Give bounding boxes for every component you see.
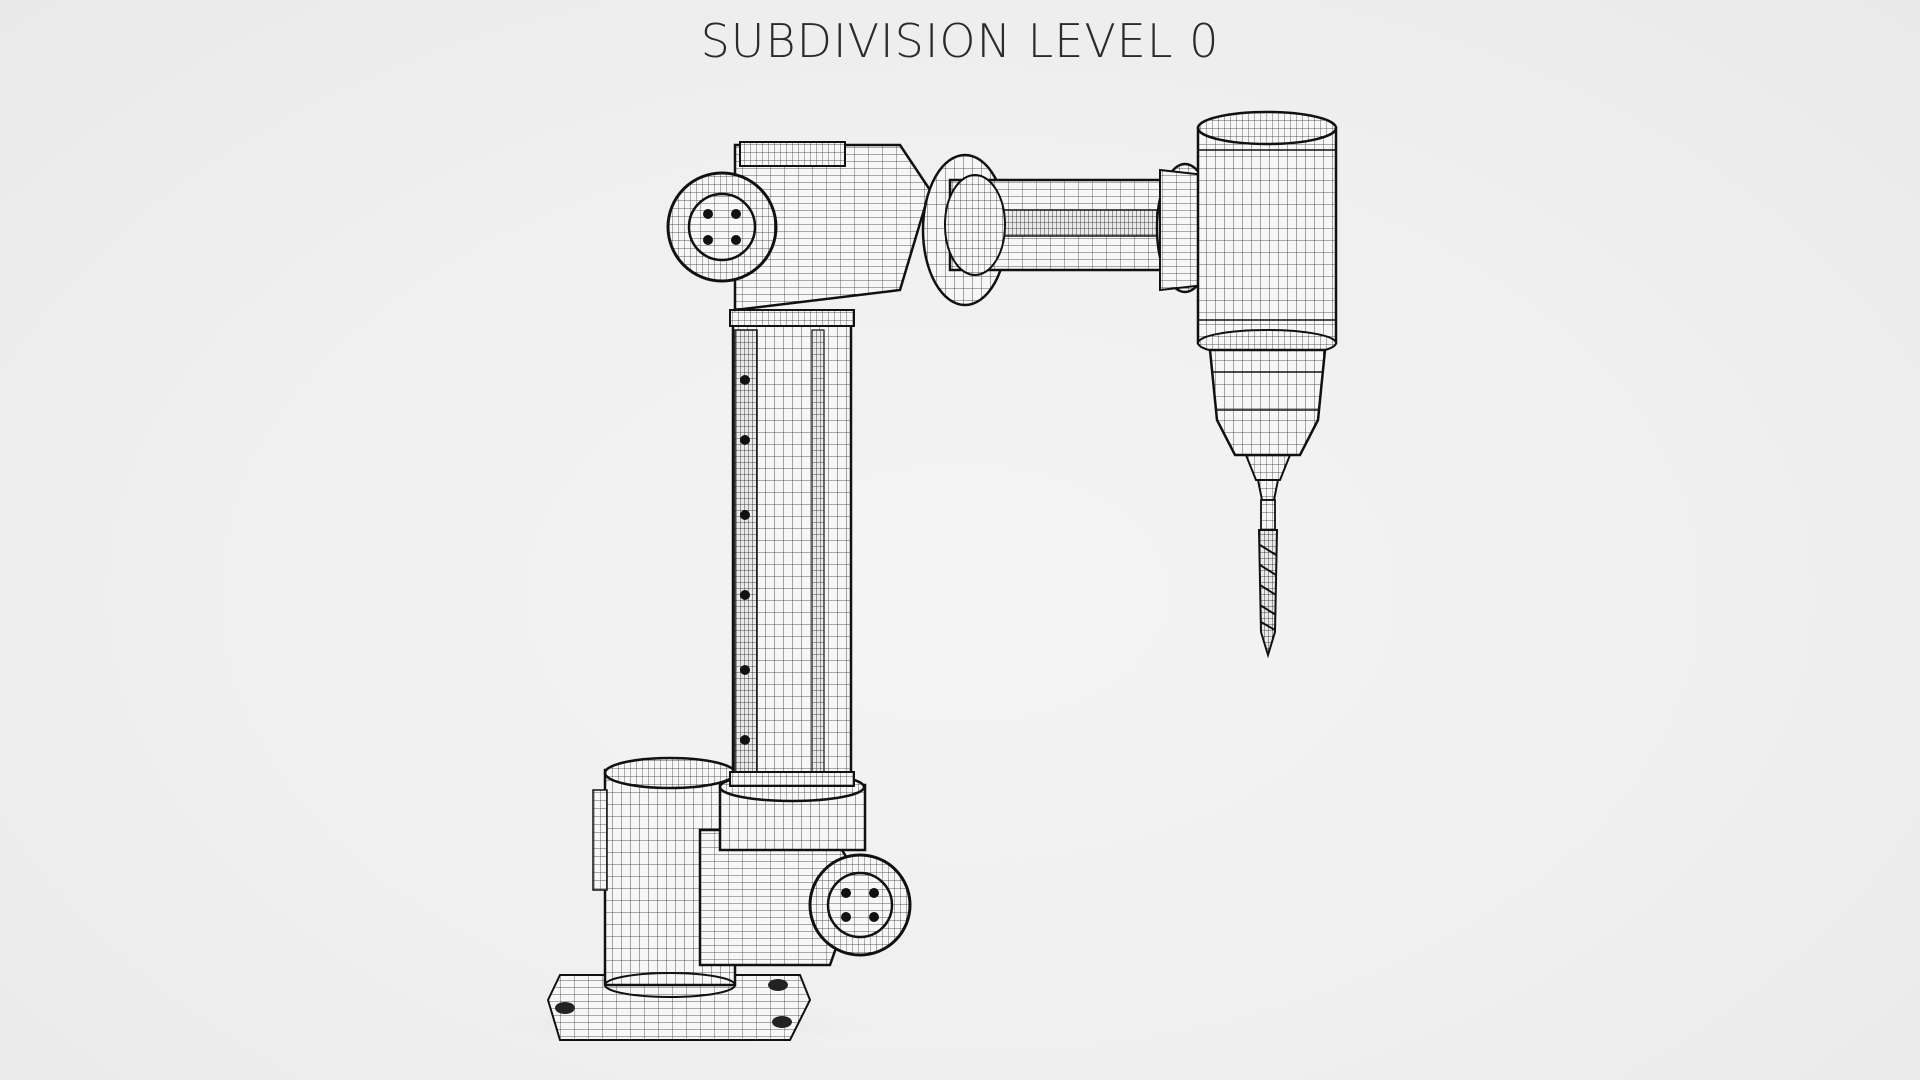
drill-chuck bbox=[1208, 348, 1327, 501]
forearm-tube bbox=[944, 174, 1164, 276]
tool-housing bbox=[1196, 110, 1338, 357]
page-title: SUBDIVISION LEVEL 0 bbox=[700, 14, 1220, 68]
upper-arm-tube bbox=[729, 309, 855, 787]
shoulder-joint bbox=[698, 771, 912, 967]
drill-bit bbox=[1257, 499, 1279, 659]
